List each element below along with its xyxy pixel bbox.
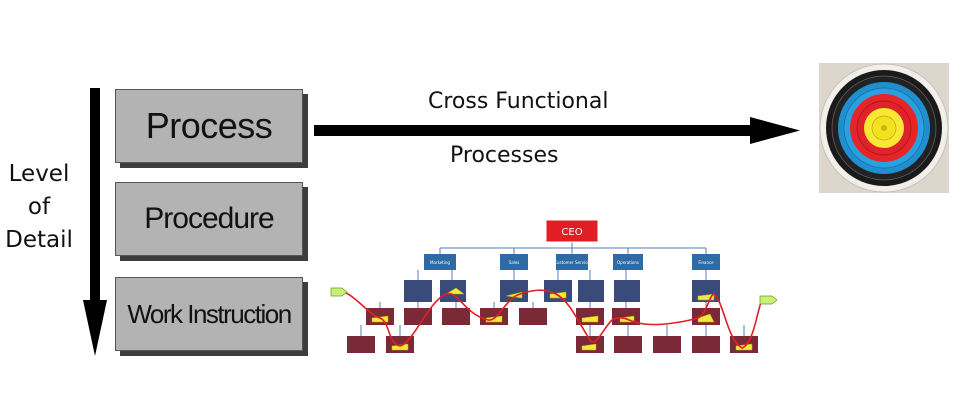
procedure-label: Procedure [144,202,274,235]
target-image [819,63,949,193]
dept-box-marketing: Marketing [424,254,456,270]
ceo-label: CEO [561,227,582,238]
dept-box-operations: Operations [613,254,643,270]
processes-label: Processes [450,143,559,168]
flow-end-marker [759,295,778,305]
org-node [614,280,640,302]
org-node [519,308,547,325]
ceo-box: CEO [545,219,599,243]
org-node [653,336,681,353]
org-node [442,308,470,325]
flow-marker [581,343,597,351]
org-node [404,308,432,325]
detail-arrow [83,88,107,356]
org-node [347,336,375,353]
org-chart: CEO Marketing Sales Customer Service Ope… [330,219,778,353]
level-label: Level of Detail [5,161,73,253]
flow-marker [445,287,465,295]
org-node [578,280,604,302]
dept-box-customer-service: Customer Service [554,254,590,270]
work-instruction-box: Work Instruction [115,277,303,351]
org-node [500,280,528,302]
flow-line [343,289,763,349]
dept-label: Sales [509,260,520,265]
flow-marker [581,315,599,323]
org-node [404,280,432,302]
org-node [614,336,642,353]
dept-label: Customer Service [554,260,590,265]
dept-label: Operations [617,260,639,265]
org-node [480,308,508,325]
cross-functional-arrow [314,117,800,144]
dept-label: Marketing [430,260,450,265]
cross-functional-label: Cross Functional [428,89,609,114]
process-box: Process [115,89,303,163]
dept-box-sales: Sales [500,254,528,270]
work-instruction-label: Work Instruction [127,298,292,329]
dept-label: Finance [698,260,714,265]
dept-box-finance: Finance [692,254,720,270]
procedure-box: Procedure [115,182,303,256]
process-label: Process [145,105,273,146]
org-node [366,308,394,325]
org-node [692,336,720,353]
flow-marker [697,313,715,323]
flow-start-marker [330,287,348,297]
